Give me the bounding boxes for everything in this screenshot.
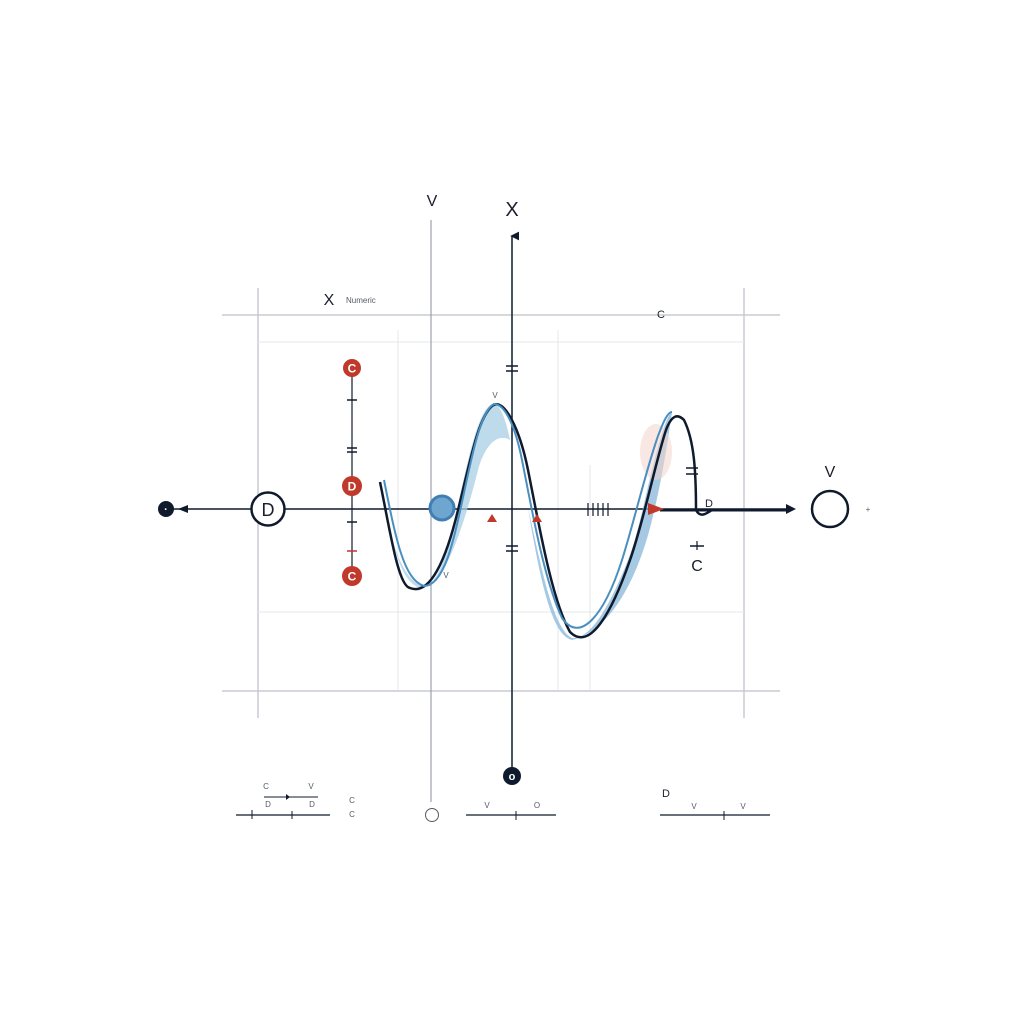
- svg-text:V: V: [308, 782, 314, 791]
- red-node-mid[interactable]: D: [342, 476, 362, 496]
- legend-left: C V D D C C: [236, 782, 355, 819]
- x-axis-ticks: [506, 365, 518, 552]
- bottom-axis-node[interactable]: o: [503, 767, 521, 785]
- svg-text:C: C: [349, 796, 355, 805]
- resistor-ticks: [587, 503, 609, 516]
- left-d-node[interactable]: D: [250, 491, 286, 527]
- wave-fill-2: [528, 412, 672, 640]
- right-small-mark: +: [866, 505, 871, 514]
- svg-text:V: V: [740, 802, 746, 811]
- soft-highlight: [640, 424, 672, 480]
- left-endpoint[interactable]: [158, 501, 174, 517]
- legend-middle: V O: [425, 801, 556, 822]
- left-arrowhead: [178, 505, 188, 513]
- svg-text:D: D: [348, 480, 357, 494]
- trough-v-label: V: [443, 571, 449, 580]
- right-c-label: C: [691, 558, 703, 575]
- grid-faint-lines: [258, 330, 744, 690]
- legend-right: D V V: [660, 788, 770, 820]
- red-marker-2: [532, 514, 542, 522]
- caption-text: Numeric: [346, 296, 376, 305]
- svg-text:C: C: [348, 362, 357, 376]
- wave-dark-line: [378, 403, 713, 639]
- wave-fill-1: [380, 403, 510, 589]
- svg-text:V: V: [484, 801, 490, 810]
- red-node-bottom[interactable]: C: [342, 566, 362, 586]
- svg-text:D: D: [265, 800, 271, 809]
- svg-text:D: D: [662, 788, 670, 800]
- wave-blue-line: [383, 402, 673, 629]
- right-v-label: V: [825, 464, 836, 481]
- red-diode-marker: [648, 503, 664, 515]
- svg-text:o: o: [509, 771, 516, 783]
- svg-text:V: V: [691, 802, 697, 811]
- svg-text:C: C: [348, 570, 357, 584]
- svg-text:D: D: [309, 800, 315, 809]
- peak-v-label: V: [492, 391, 498, 400]
- caption-logo: X: [324, 292, 335, 309]
- left-endpoint-label: ·: [164, 504, 168, 516]
- svg-text:C: C: [263, 782, 269, 791]
- top-x-label: X: [505, 199, 518, 221]
- red-node-top[interactable]: C: [343, 359, 361, 377]
- right-cap-ticks: [686, 467, 698, 475]
- corner-c-label: C: [657, 309, 665, 321]
- svg-text:D: D: [262, 500, 275, 520]
- small-d-label: D: [705, 498, 713, 510]
- wave-node[interactable]: [428, 494, 456, 522]
- red-marker-1: [487, 514, 497, 522]
- top-v-label: V: [427, 193, 438, 210]
- svg-text:O: O: [534, 801, 540, 810]
- svg-text:C: C: [349, 810, 355, 819]
- red-branch-ticks: [347, 399, 357, 552]
- right-circle-node[interactable]: [810, 489, 850, 529]
